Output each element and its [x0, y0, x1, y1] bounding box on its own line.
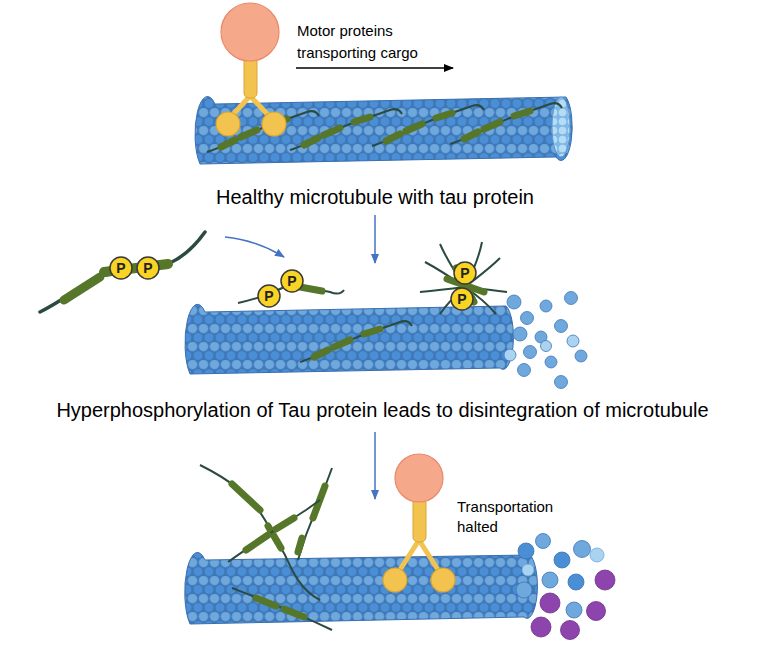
free-tau — [40, 232, 205, 312]
phosphate-circle: P — [280, 269, 304, 293]
broken-microtubule — [185, 534, 615, 640]
detached-tau — [200, 465, 332, 630]
phosphate-label: P — [280, 269, 304, 293]
stage-caption: Healthy microtubule with tau protein — [175, 185, 575, 209]
stalled-motor-protein — [383, 454, 455, 592]
binding-arrow — [225, 237, 284, 257]
disintegrating-microtubule — [185, 292, 587, 389]
stage-arrow — [374, 215, 376, 263]
phosphate-label: P — [109, 256, 133, 280]
phosphate-label: P — [453, 261, 477, 285]
phosphate-label: P — [257, 284, 281, 308]
healthy-microtubule — [195, 97, 572, 164]
stage-arrow — [374, 432, 376, 499]
phosphate-label: P — [136, 256, 160, 280]
phosphate-circle: P — [450, 287, 474, 311]
phosphate-circle: P — [453, 261, 477, 285]
halted-label: Transportation halted — [457, 497, 577, 537]
phosphate-label: P — [450, 287, 474, 311]
phosphate-circle: P — [136, 256, 160, 280]
phosphate-circle: P — [257, 284, 281, 308]
motor-label: Motor proteins transporting cargo — [297, 20, 457, 64]
motor-protein — [216, 3, 286, 136]
stage-caption: Hyperphosphorylation of Tau protein lead… — [0, 398, 765, 422]
direction-arrow — [296, 67, 453, 69]
tau-aggregate — [420, 242, 507, 314]
phosphate-circle: P — [109, 256, 133, 280]
